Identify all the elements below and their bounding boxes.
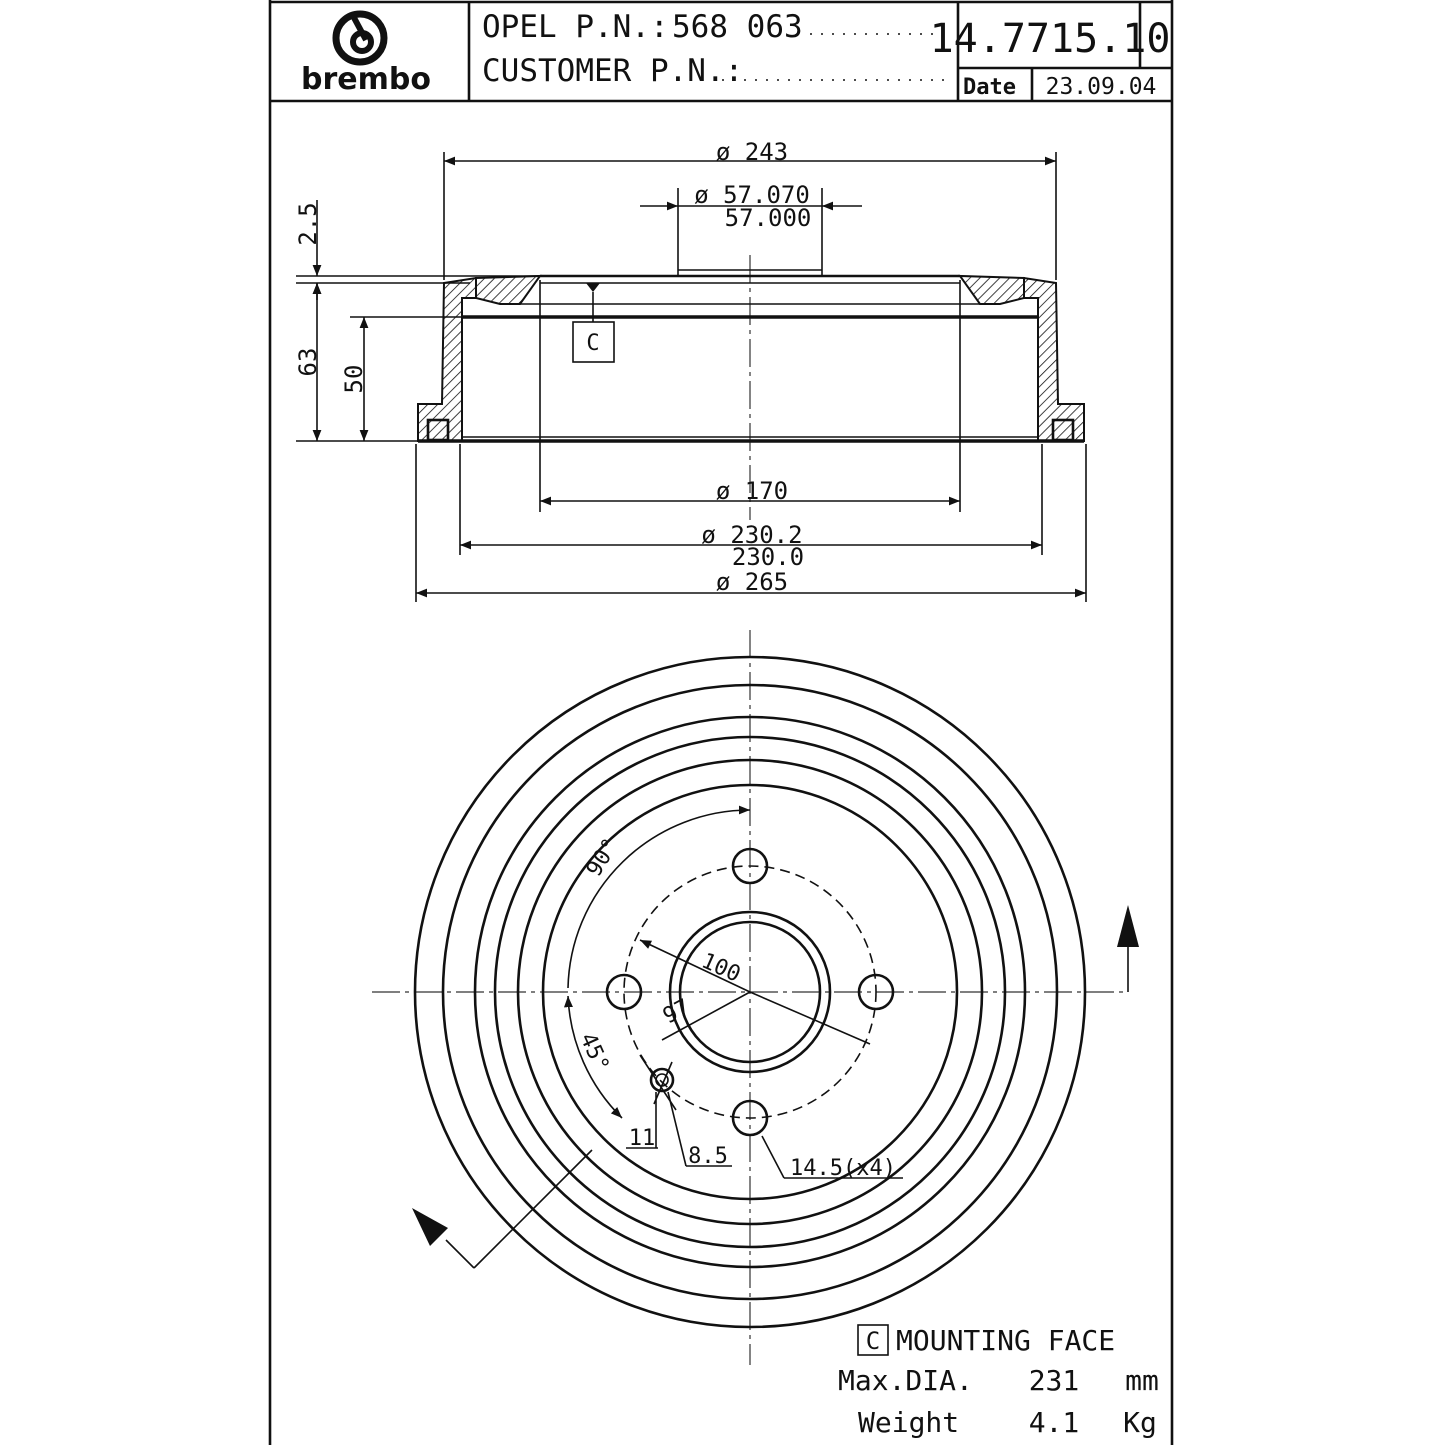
notes: C MOUNTING FACE Max.DIA. 231 mm Weight 4… — [838, 1324, 1159, 1439]
plan-view: 90° 100 97 45° 11 8.5 14.5(x4) — [372, 630, 1139, 1365]
angle-90: 90° — [582, 834, 624, 881]
mounting-face-marker: C — [586, 331, 599, 356]
brand-name: brembo — [301, 62, 431, 97]
customer-pn-label: CUSTOMER P.N.: — [482, 53, 743, 89]
bolt-hole-callout: 14.5(x4) — [790, 1156, 896, 1181]
weight-value: 4.1 — [1029, 1406, 1080, 1439]
opel-pn-label: OPEL P.N.: — [482, 9, 669, 45]
section-view: C ø 243 ø 57.070 57.000 2.5 63 50 ø 170 — [294, 138, 1087, 602]
drum-flange-right — [958, 274, 1025, 305]
max-dia-value: 231 — [1029, 1364, 1080, 1397]
max-dia-unit: mm — [1125, 1364, 1159, 1397]
weight-label: Weight — [858, 1406, 959, 1439]
mounting-face-label: MOUNTING FACE — [896, 1324, 1115, 1357]
dim-pcd-100: 100 — [698, 949, 744, 988]
max-dia-label: Max.DIA. — [838, 1364, 973, 1397]
dim-height-63: 63 — [294, 348, 322, 377]
dim-11: 11 — [629, 1126, 656, 1151]
dim-8-5: 8.5 — [688, 1144, 728, 1169]
dim-diameter-265: ø 265 — [716, 568, 788, 596]
drum-wall-right — [1023, 276, 1085, 442]
dim-hub-bore-upper: ø 57.070 — [694, 181, 810, 209]
dim-step-2-5: 2.5 — [294, 202, 322, 245]
title-block: brembo OPEL P.N.: 568 063 CUSTOMER P.N.:… — [268, 0, 1174, 1445]
dim-height-50: 50 — [340, 365, 368, 394]
bolt-holes — [605, 847, 895, 1137]
brembo-logo: brembo — [301, 10, 431, 97]
angle-45: 45° — [575, 1029, 614, 1075]
date-label: Date — [963, 75, 1016, 100]
dim-diameter-243: ø 243 — [716, 138, 788, 166]
opel-pn-value: 568 063 — [672, 9, 803, 45]
dim-hub-bore-lower: 57.000 — [725, 204, 812, 232]
drum-wall-left — [417, 276, 477, 442]
part-number: 14.7715.10 — [930, 16, 1171, 62]
drum-flange-left — [475, 274, 542, 305]
dim-diameter-170: ø 170 — [716, 477, 788, 505]
weight-unit: Kg — [1123, 1406, 1157, 1439]
date-value: 23.09.04 — [1046, 74, 1157, 100]
dim-braking-upper: ø 230.2 — [701, 521, 802, 549]
mounting-face-box: C — [866, 1327, 880, 1355]
dim-braking-lower: 230.0 — [732, 543, 804, 571]
